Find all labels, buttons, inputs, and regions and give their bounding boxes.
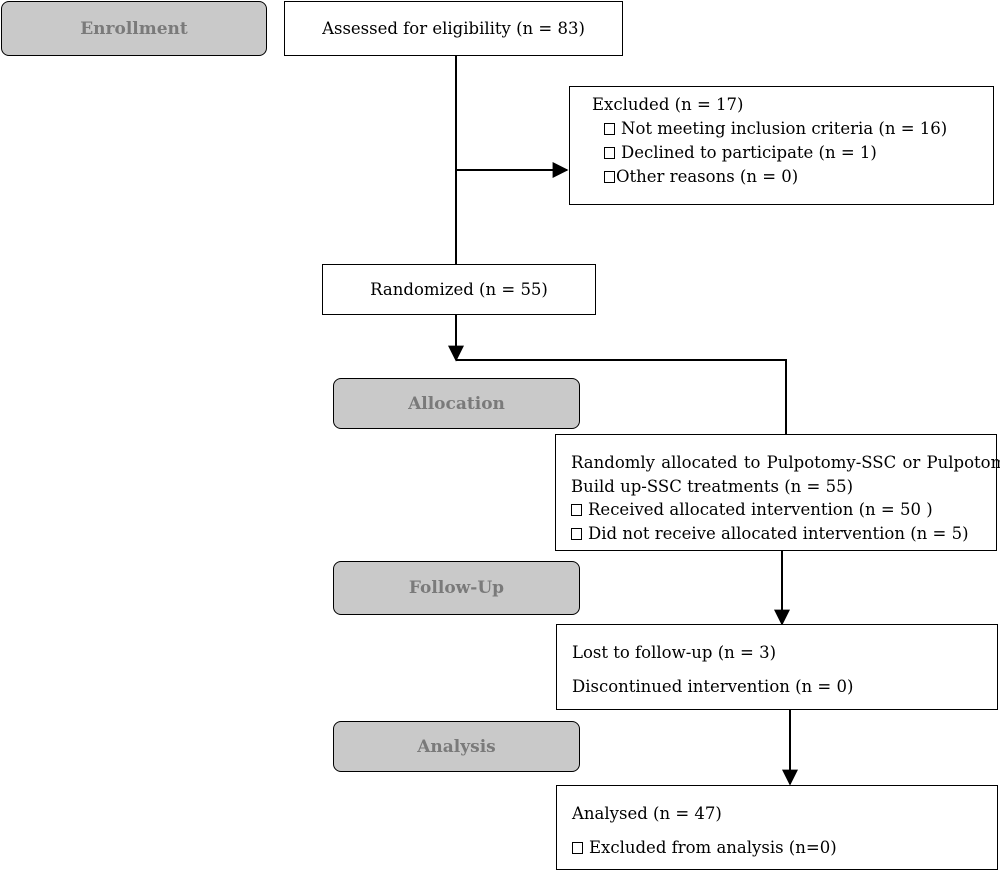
discontinued-intervention: Discontinued intervention (n = 0) [572,677,854,696]
allocated-box: Randomly allocated to Pulpotomy-SSC or P… [555,434,1000,551]
followup-box: Lost to follow-up (n = 3) Discontinued i… [556,624,998,710]
excluded-item: Not meeting inclusion criteria (n = 16) [592,117,993,141]
excluded-item: Other reasons (n = 0) [592,165,993,189]
allocated-line-1: Randomly allocated to Pulpotomy-SSC or P… [571,453,1000,472]
connector-to-allocation [456,359,787,434]
stage-follow-up: Follow-Up [333,561,580,615]
allocated-line-2: Build up-SSC treatments (n = 55) [571,476,854,496]
assessed-text: Assessed for eligibility (n = 83) [322,18,585,38]
analysed-item: Excluded from analysis (n=0) [572,836,997,860]
checkbox-icon [604,123,615,135]
checkbox-icon [572,842,583,854]
stage-enrollment: Enrollment [1,1,267,56]
randomized-text: Randomized (n = 55) [370,279,548,299]
stage-allocation: Allocation [333,378,580,429]
allocated-item: Did not receive allocated intervention (… [571,522,996,546]
analysed-box: Analysed (n = 47) Excluded from analysis… [556,785,998,870]
excluded-title: Excluded (n = 17) [592,95,744,114]
assessed-box: Assessed for eligibility (n = 83) [284,1,623,56]
checkbox-icon [604,147,615,159]
stage-analysis: Analysis [333,721,580,772]
checkbox-icon [604,171,615,183]
analysed-title: Analysed (n = 47) [572,804,722,823]
lost-to-followup: Lost to follow-up (n = 3) [572,643,777,662]
excluded-box: Excluded (n = 17) Not meeting inclusion … [569,86,994,205]
checkbox-icon [571,527,582,540]
excluded-item: Declined to participate (n = 1) [592,141,993,165]
checkbox-icon [571,504,582,516]
allocated-item: Received allocated intervention (n = 50 … [571,498,996,522]
randomized-box: Randomized (n = 55) [322,264,596,315]
